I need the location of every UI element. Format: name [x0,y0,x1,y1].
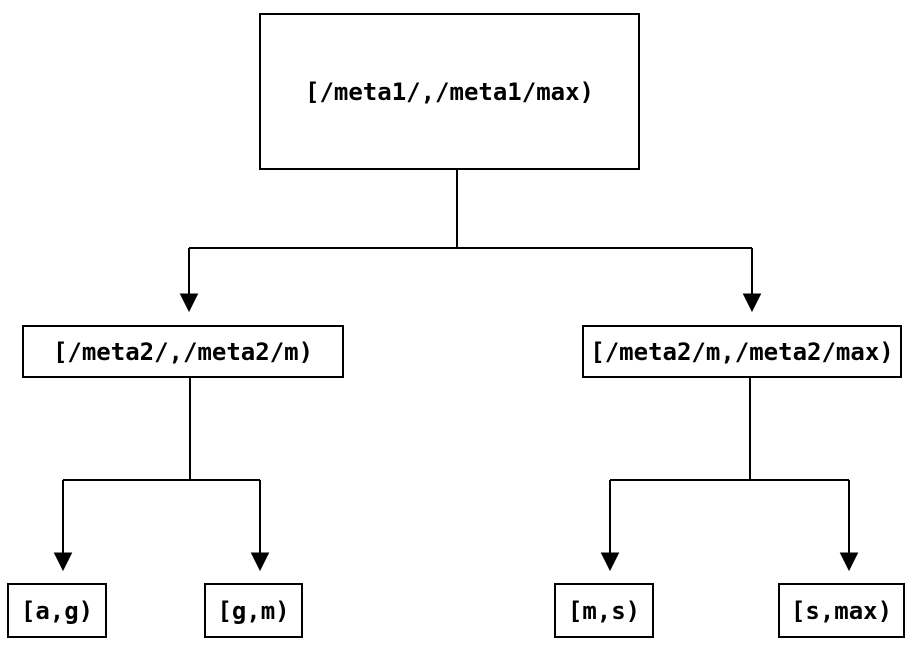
edge-root-to-level2 [179,170,762,313]
node-leaf-a-g: [a,g) [7,583,107,638]
arrowhead-down-icon [179,293,199,313]
node-meta2-left-range: [/meta2/,/meta2/m) [22,325,344,378]
arrowhead-down-icon [250,552,270,572]
edge-meta2-left-to-leaves [53,378,270,572]
arrowhead-down-icon [53,552,73,572]
arrowhead-down-icon [839,552,859,572]
node-label: [/meta2/,/meta2/m) [52,337,314,366]
node-leaf-g-m: [g,m) [204,583,303,638]
edge-meta2-right-to-leaves [600,378,859,572]
node-label: [s,max) [790,596,893,625]
node-label: [m,s) [567,596,641,625]
node-leaf-s-max: [s,max) [778,583,905,638]
node-label: [a,g) [20,596,94,625]
node-label: [/meta1/,/meta1/max) [305,77,594,106]
arrowhead-down-icon [600,552,620,572]
node-root-meta1-range: [/meta1/,/meta1/max) [259,13,640,170]
node-label: [g,m) [217,596,290,625]
node-meta2-right-range: [/meta2/m,/meta2/max) [582,325,902,378]
node-label: [/meta2/m,/meta2/max) [590,337,894,366]
arrowhead-down-icon [742,293,762,313]
node-leaf-m-s: [m,s) [554,583,654,638]
